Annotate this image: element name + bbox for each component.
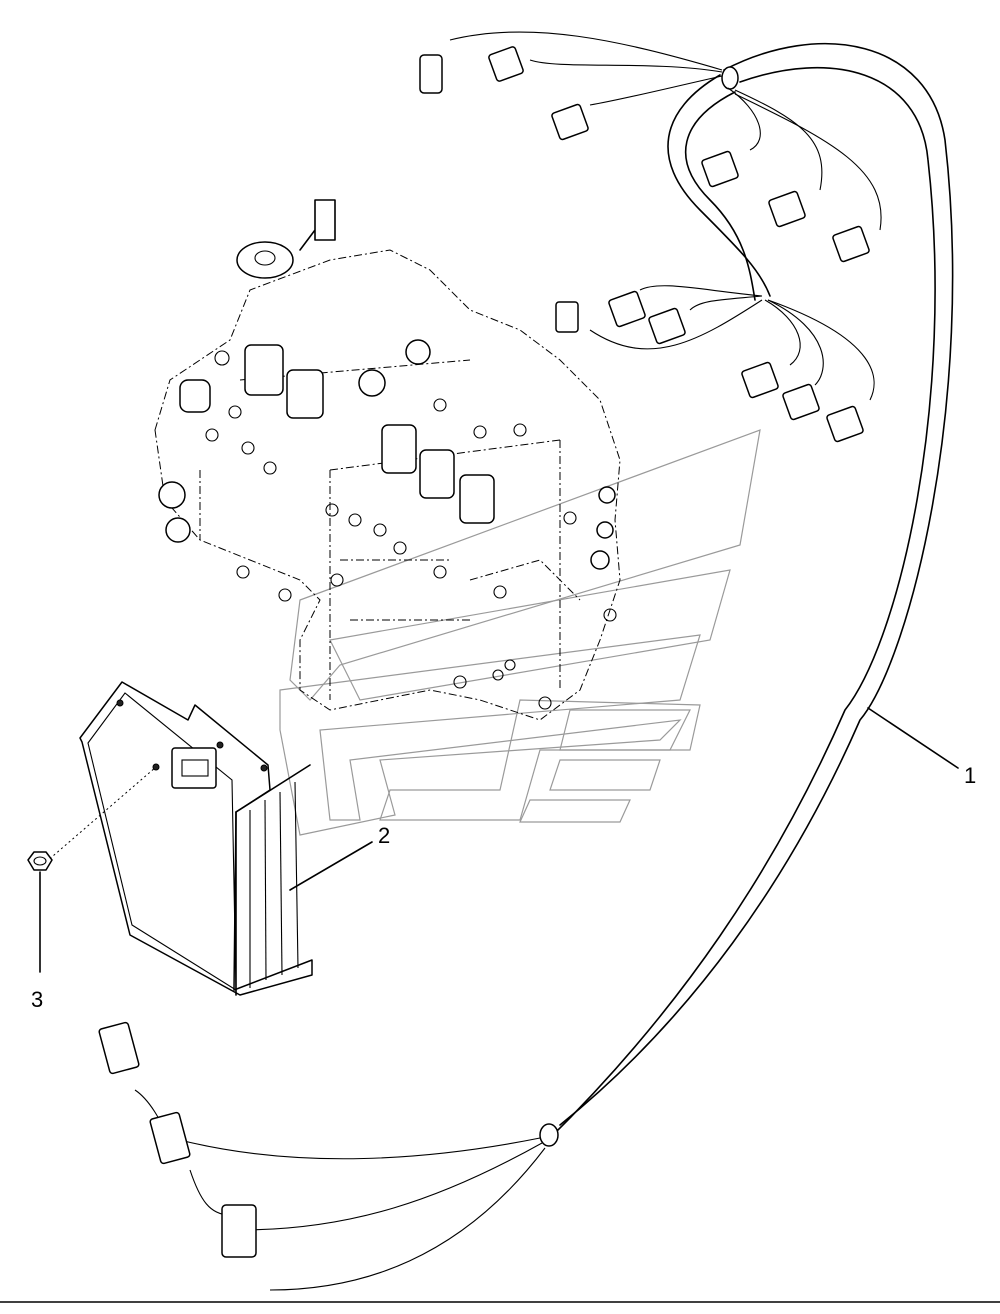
control-valve-block (154, 199, 621, 721)
callout-label-3: 3 (31, 987, 43, 1012)
wiring-harness (98, 31, 954, 1291)
callout-label-2: 2 (378, 823, 390, 848)
harness-connectors (98, 46, 870, 1258)
watermark-logo (279, 429, 761, 836)
callout-leaders (39, 707, 959, 973)
callout-label-1: 1 (964, 763, 976, 788)
nut (27, 766, 157, 871)
electronic-control-unit (79, 681, 313, 996)
